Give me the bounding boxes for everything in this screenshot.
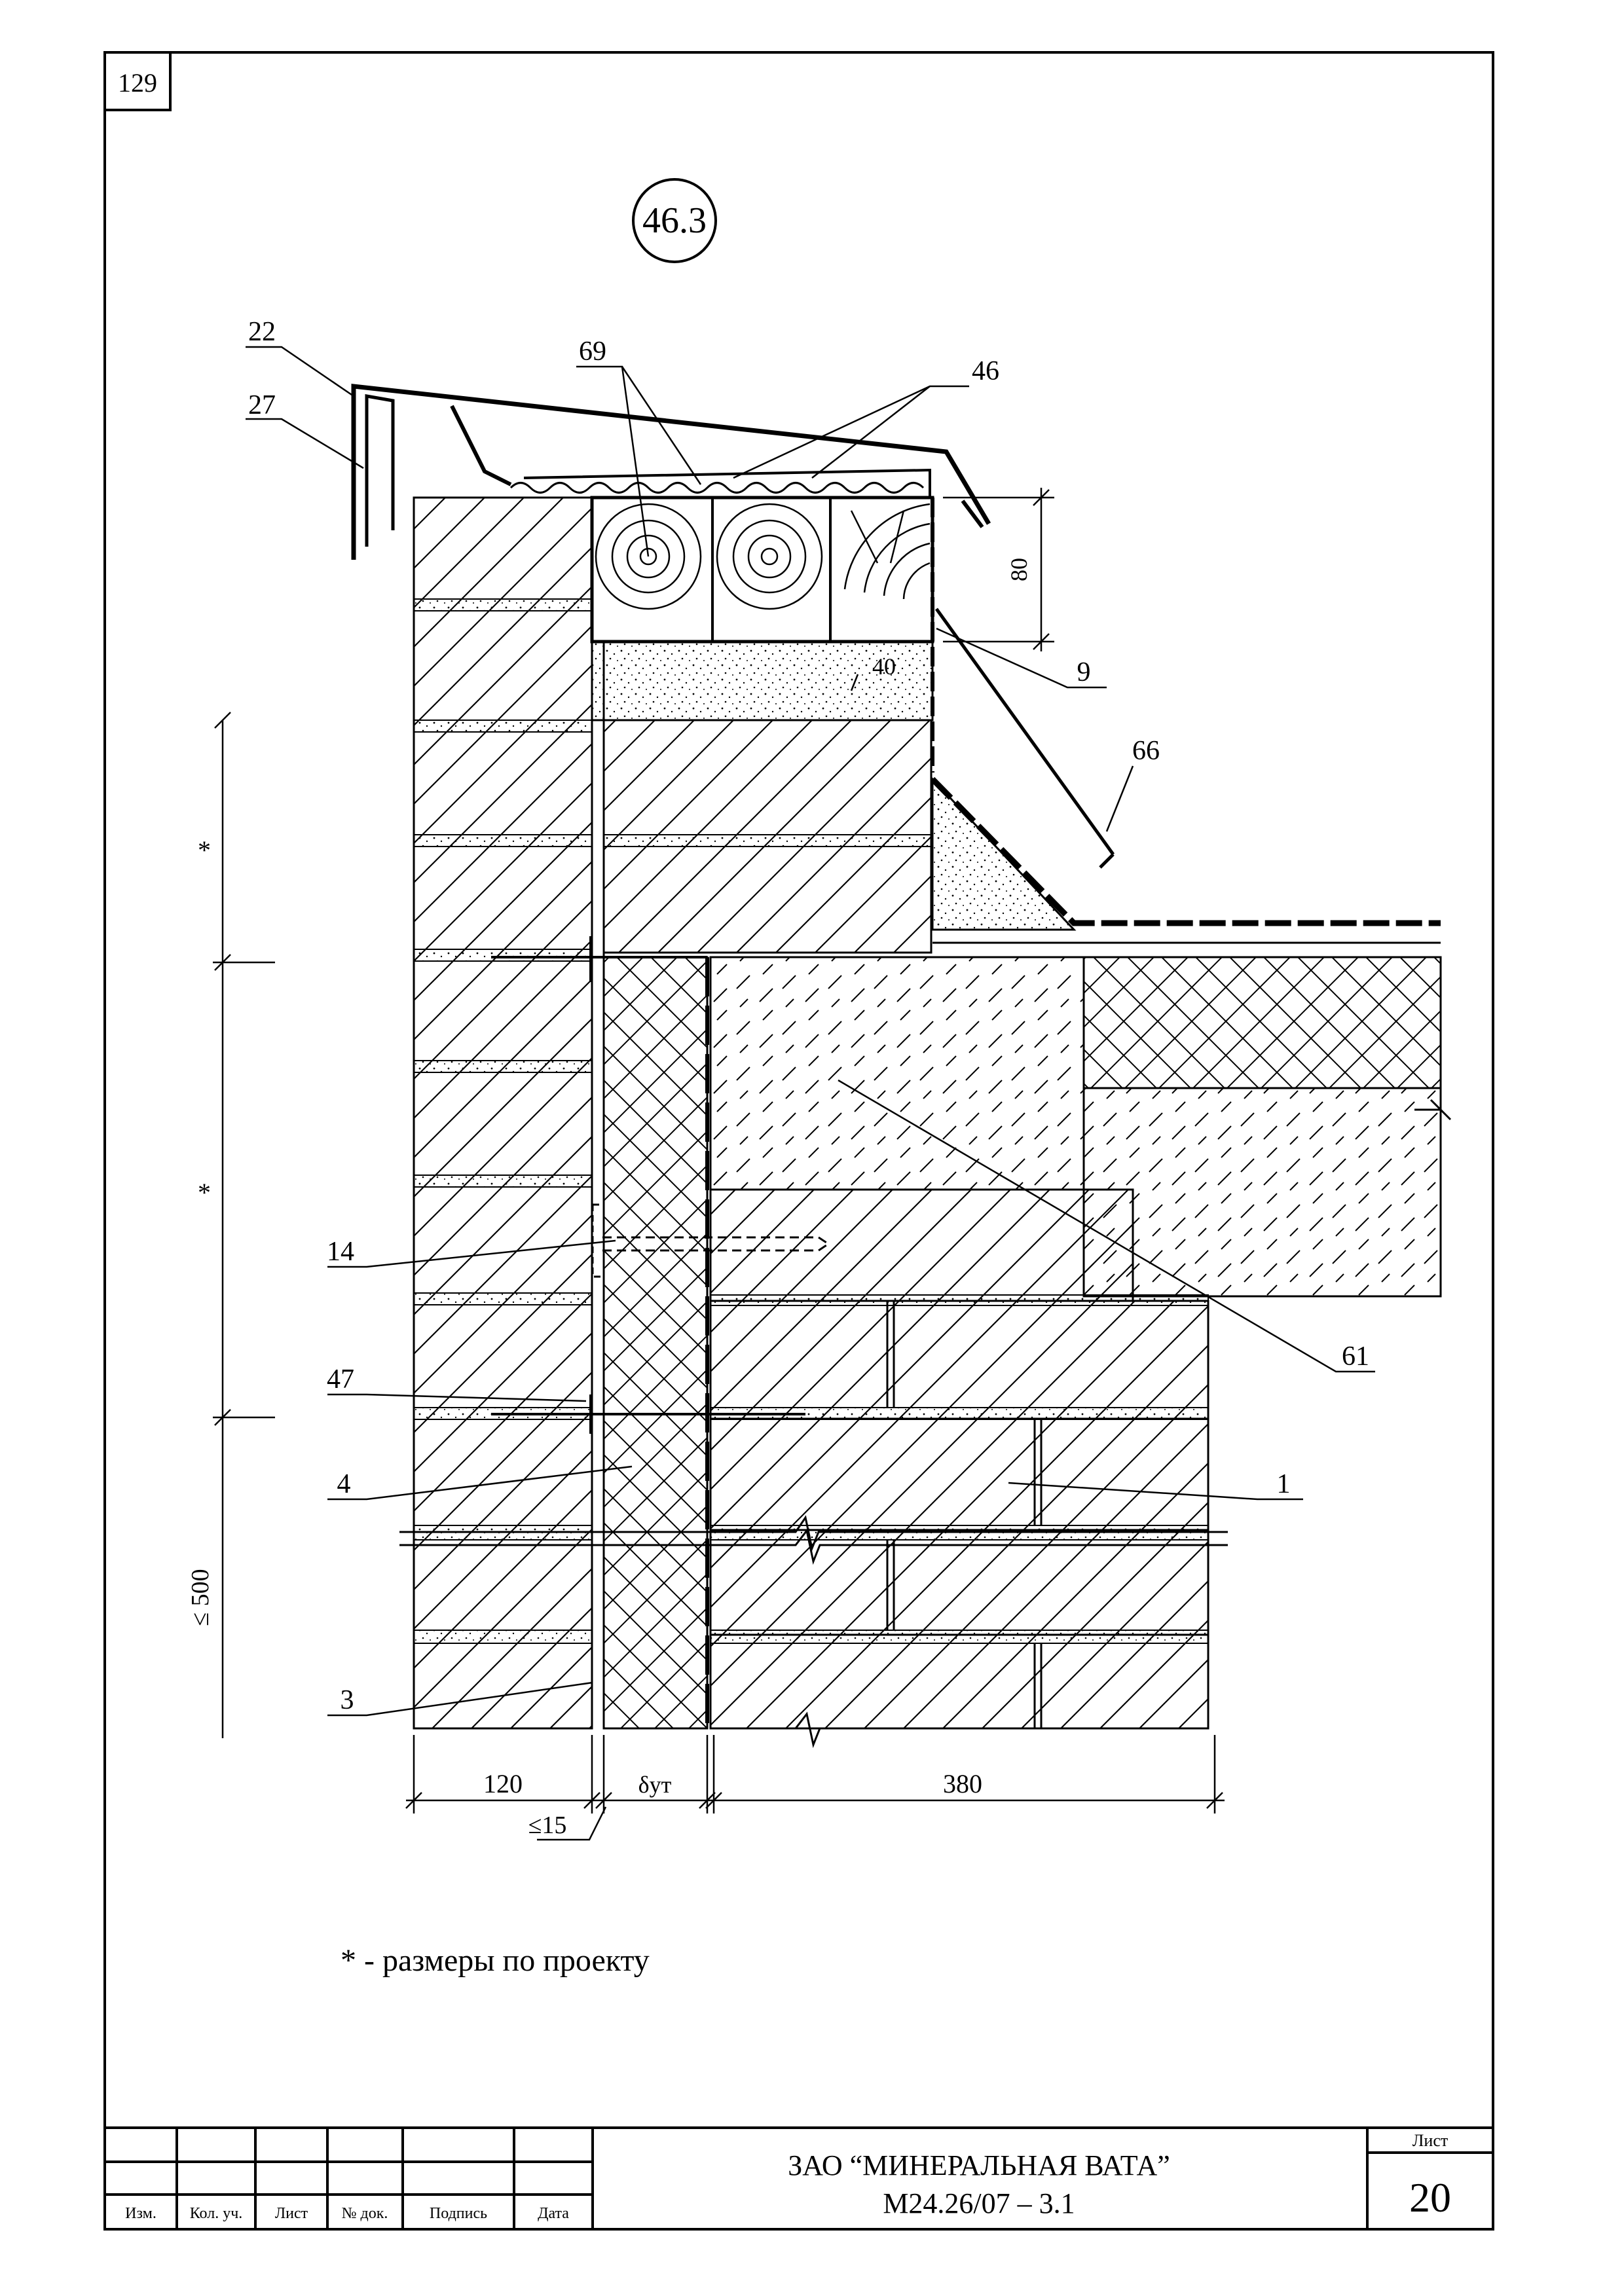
sheet-number: 20 bbox=[1409, 2174, 1451, 2221]
dim-insulation: δут bbox=[638, 1772, 672, 1798]
detail-id: 46.3 bbox=[642, 200, 707, 241]
callout-1: 1 bbox=[1277, 1469, 1291, 1499]
dim-star-lower: * bbox=[198, 1178, 211, 1207]
tb-header-kol: Кол. уч. bbox=[190, 2205, 243, 2222]
dim-star-upper: * bbox=[198, 835, 211, 865]
callout-3: 3 bbox=[341, 1685, 354, 1715]
callout-69: 69 bbox=[579, 337, 606, 367]
leader-lines bbox=[246, 346, 1375, 1717]
roof-fillet bbox=[931, 776, 1077, 931]
sheet-label: Лист bbox=[1412, 2131, 1448, 2150]
sheet-border bbox=[103, 51, 1494, 2231]
parapet-brick bbox=[602, 719, 932, 954]
project-note: * - размеры по проекту bbox=[341, 1943, 650, 1978]
ring-beam bbox=[709, 956, 1085, 1191]
dim-500: ≤ 500 bbox=[187, 1569, 214, 1626]
break-lines bbox=[399, 1515, 1228, 1749]
parapet-cap bbox=[351, 384, 991, 560]
roof-flashing bbox=[930, 498, 1441, 926]
dim-gap-15: ≤15 bbox=[528, 1812, 567, 1839]
tb-header-date: Дата bbox=[538, 2205, 569, 2222]
callout-9: 9 bbox=[1077, 657, 1091, 687]
corner-number: 129 bbox=[118, 68, 157, 98]
corner-box bbox=[103, 51, 172, 111]
timber-blocks bbox=[590, 496, 934, 644]
roof-slab bbox=[932, 941, 1452, 1298]
inner-brick-wall bbox=[709, 1188, 1209, 1730]
wall-ties bbox=[491, 936, 830, 1434]
tb-header-signature: Подпись bbox=[430, 2205, 487, 2222]
dim-80: 80 bbox=[1006, 558, 1032, 581]
dim-380: 380 bbox=[943, 1769, 982, 1798]
callout-66: 66 bbox=[1132, 736, 1160, 766]
document-code: М24.26/07 – 3.1 bbox=[883, 2187, 1075, 2219]
detail-marker-circle bbox=[632, 178, 717, 263]
dim-120: 120 bbox=[483, 1769, 523, 1798]
outer-brick-column bbox=[413, 496, 593, 1730]
callout-22: 22 bbox=[248, 317, 276, 347]
callout-40: 40 bbox=[872, 653, 896, 680]
tb-header-izm: Изм. bbox=[125, 2205, 157, 2222]
insulation-layer bbox=[602, 956, 709, 1730]
title-block bbox=[105, 2126, 1493, 2229]
callout-4: 4 bbox=[337, 1469, 351, 1499]
callout-61: 61 bbox=[1342, 1341, 1369, 1372]
tb-header-list: Лист bbox=[275, 2205, 308, 2222]
dimension-lines bbox=[213, 488, 1225, 1841]
company-name: ЗАО “МИНЕРАЛЬНАЯ ВАТА” bbox=[788, 2149, 1170, 2181]
callout-27: 27 bbox=[248, 390, 276, 420]
tb-header-doc: № док. bbox=[342, 2205, 388, 2222]
callout-14: 14 bbox=[327, 1237, 354, 1267]
callout-47: 47 bbox=[327, 1364, 354, 1394]
callout-46: 46 bbox=[972, 356, 999, 386]
